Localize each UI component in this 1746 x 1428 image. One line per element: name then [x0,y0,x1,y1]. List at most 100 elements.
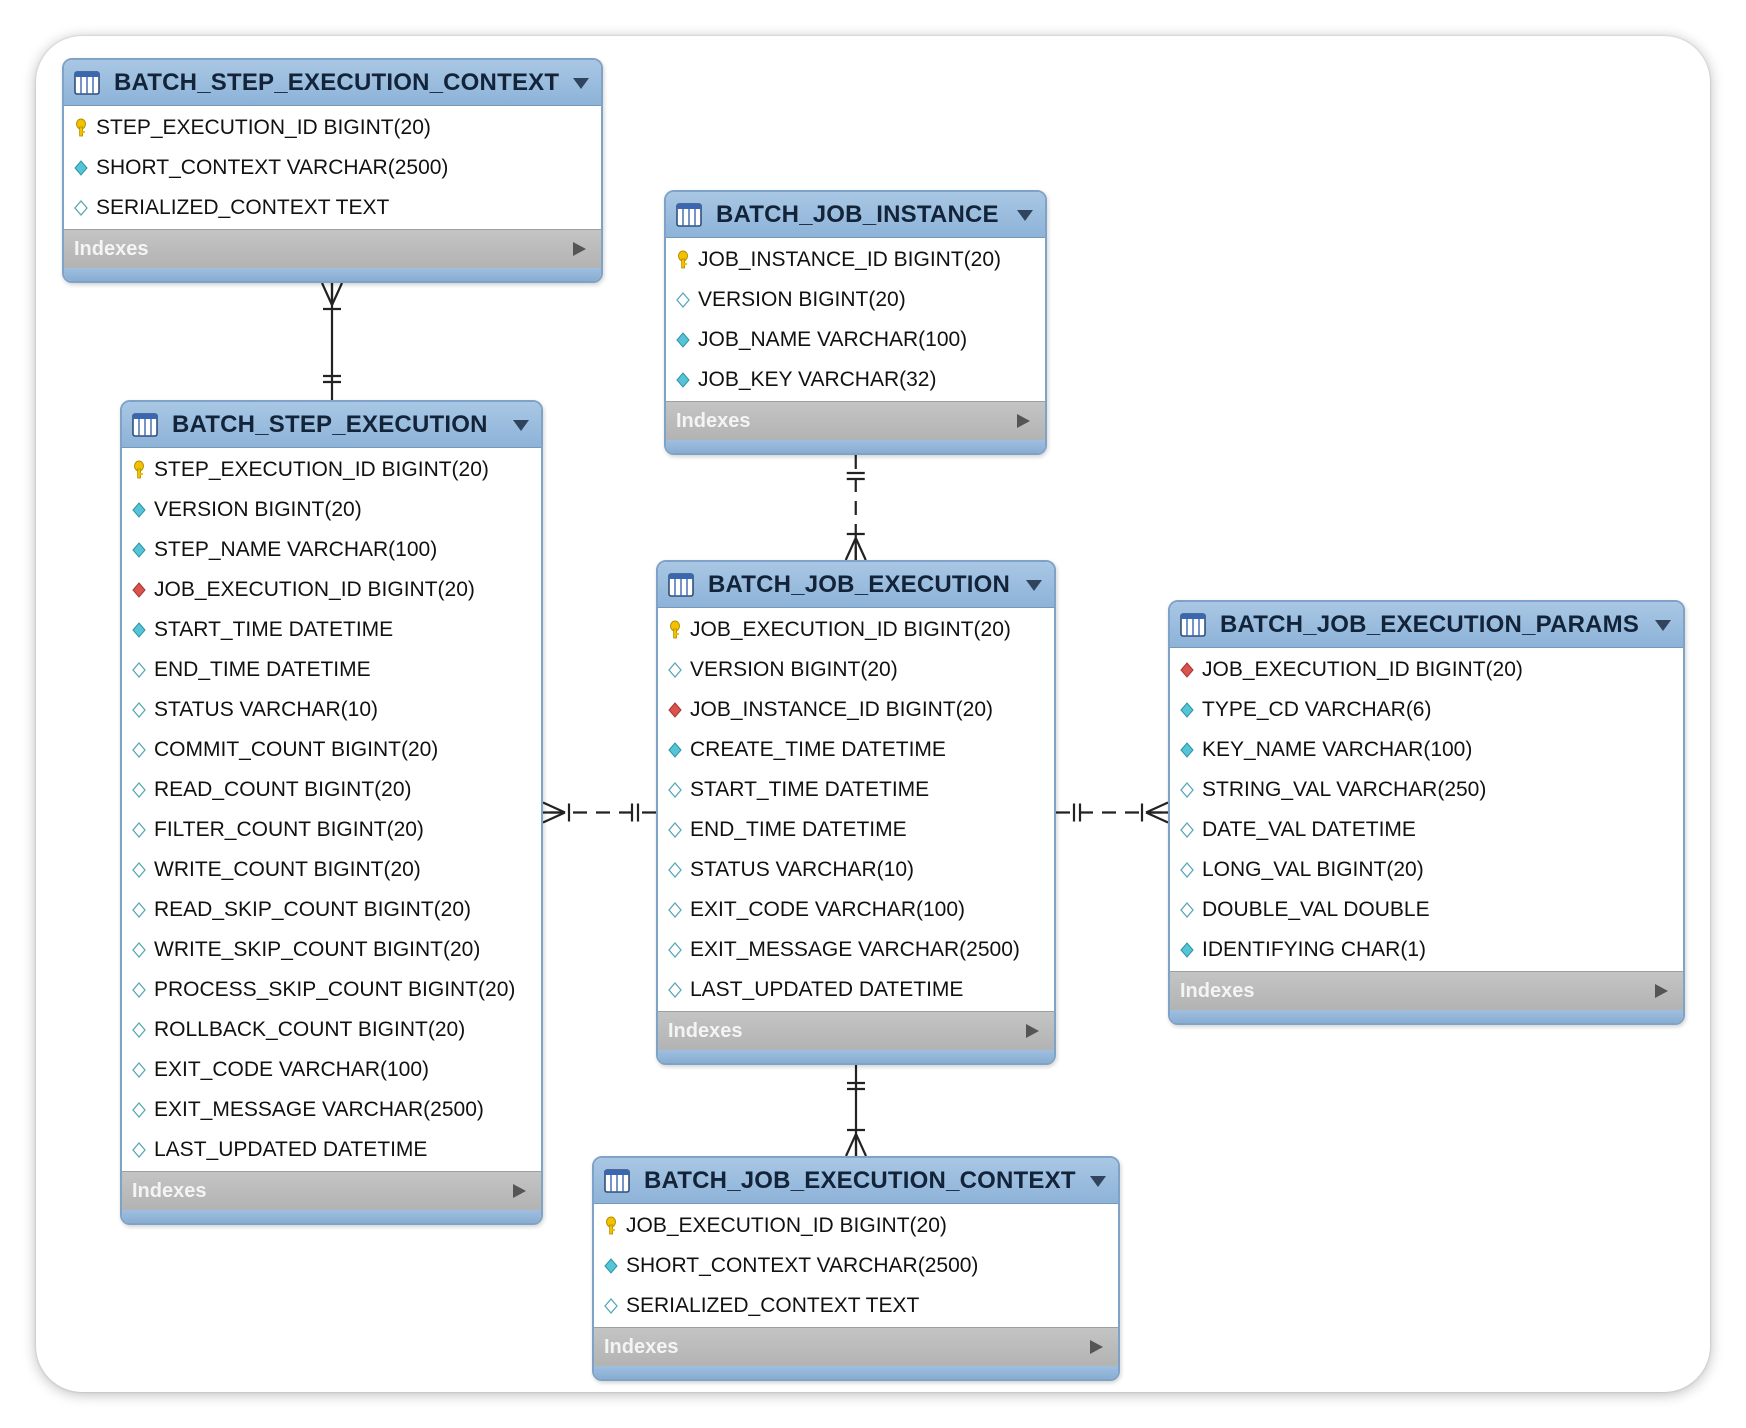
column-label: CREATE_TIME DATETIME [690,738,946,761]
nullable-column-icon [132,1142,146,1158]
dropdown-triangle-icon[interactable] [571,75,591,91]
column-row[interactable]: DOUBLE_VAL DOUBLE [1170,890,1683,930]
table-header[interactable]: BATCH_JOB_EXECUTION_PARAMS [1170,602,1683,648]
relationship-batch-job-instance-to-batch-job-execution[interactable] [844,455,867,561]
column-row[interactable]: JOB_EXECUTION_ID BIGINT(20) [1170,650,1683,690]
table-footer [122,1210,541,1223]
relationship-batch-step-execution-to-batch-step-execution-context[interactable] [320,282,344,400]
column-row[interactable]: JOB_KEY VARCHAR(32) [666,360,1045,400]
table-header[interactable]: BATCH_STEP_EXECUTION_CONTEXT [64,60,601,106]
batch-job-execution-table[interactable]: BATCH_JOB_EXECUTION JOB_EXECUTION_ID BIGI… [656,560,1056,1065]
column-row[interactable]: VERSION BIGINT(20) [122,490,541,530]
primary-key-icon [678,250,688,269]
column-row[interactable]: PROCESS_SKIP_COUNT BIGINT(20) [122,970,541,1010]
column-row[interactable]: END_TIME DATETIME [122,650,541,690]
column-row[interactable]: EXIT_MESSAGE VARCHAR(2500) [122,1090,541,1130]
column-label: JOB_EXECUTION_ID BIGINT(20) [690,618,1011,641]
column-label: JOB_KEY VARCHAR(32) [698,368,937,391]
column-row[interactable]: CREATE_TIME DATETIME [658,730,1054,770]
table-header[interactable]: BATCH_STEP_EXECUTION [122,402,541,448]
indexes-section[interactable]: Indexes [1170,971,1683,1010]
column-row[interactable]: START_TIME DATETIME [122,610,541,650]
column-row[interactable]: KEY_NAME VARCHAR(100) [1170,730,1683,770]
column-row[interactable]: LAST_UPDATED DATETIME [658,970,1054,1010]
column-row[interactable]: JOB_INSTANCE_ID BIGINT(20) [666,240,1045,280]
column-label: END_TIME DATETIME [690,818,907,841]
column-label: STEP_EXECUTION_ID BIGINT(20) [96,116,431,139]
column-row[interactable]: EXIT_MESSAGE VARCHAR(2500) [658,930,1054,970]
relationship-batch-job-execution-to-batch-job-execution-params[interactable] [1056,801,1169,824]
column-row[interactable]: IDENTIFYING CHAR(1) [1170,930,1683,970]
table-header[interactable]: BATCH_JOB_INSTANCE [666,192,1045,238]
column-row[interactable]: LONG_VAL BIGINT(20) [1170,850,1683,890]
dropdown-triangle-icon[interactable] [511,417,531,433]
column-row[interactable]: JOB_INSTANCE_ID BIGINT(20) [658,690,1054,730]
column-row[interactable]: SHORT_CONTEXT VARCHAR(2500) [594,1246,1118,1286]
column-row[interactable]: JOB_EXECUTION_ID BIGINT(20) [122,570,541,610]
column-row[interactable]: STRING_VAL VARCHAR(250) [1170,770,1683,810]
table-header[interactable]: BATCH_JOB_EXECUTION_CONTEXT [594,1158,1118,1204]
expand-arrow-icon[interactable] [511,1182,527,1200]
column-row[interactable]: STEP_EXECUTION_ID BIGINT(20) [122,450,541,490]
column-row[interactable]: JOB_EXECUTION_ID BIGINT(20) [658,610,1054,650]
column-row[interactable]: ROLLBACK_COUNT BIGINT(20) [122,1010,541,1050]
dropdown-triangle-icon[interactable] [1024,577,1044,593]
indexes-section[interactable]: Indexes [594,1327,1118,1366]
column-row[interactable]: END_TIME DATETIME [658,810,1054,850]
indexes-section[interactable]: Indexes [64,229,601,268]
dropdown-triangle-icon[interactable] [1088,1173,1108,1189]
foreign-key-icon [1180,662,1194,678]
column-label: PROCESS_SKIP_COUNT BIGINT(20) [154,978,516,1001]
expand-arrow-icon[interactable] [1024,1022,1040,1040]
dropdown-triangle-icon[interactable] [1015,207,1035,223]
table-header[interactable]: BATCH_JOB_EXECUTION [658,562,1054,608]
column-row[interactable]: READ_SKIP_COUNT BIGINT(20) [122,890,541,930]
column-row[interactable]: SERIALIZED_CONTEXT TEXT [64,188,601,228]
column-row[interactable]: TYPE_CD VARCHAR(6) [1170,690,1683,730]
column-row[interactable]: DATE_VAL DATETIME [1170,810,1683,850]
column-row[interactable]: SERIALIZED_CONTEXT TEXT [594,1286,1118,1326]
column-list: JOB_EXECUTION_ID BIGINT(20)SHORT_CONTEXT… [594,1204,1118,1327]
dropdown-triangle-icon[interactable] [1653,617,1673,633]
table-icon [74,70,100,95]
column-row[interactable]: WRITE_COUNT BIGINT(20) [122,850,541,890]
column-row[interactable]: JOB_EXECUTION_ID BIGINT(20) [594,1206,1118,1246]
relationship-batch-job-execution-to-batch-job-execution-context[interactable] [844,1065,868,1157]
column-row[interactable]: STATUS VARCHAR(10) [122,690,541,730]
column-label: START_TIME DATETIME [154,618,394,641]
column-row[interactable]: STATUS VARCHAR(10) [658,850,1054,890]
indexes-section[interactable]: Indexes [122,1171,541,1210]
column-row[interactable]: READ_COUNT BIGINT(20) [122,770,541,810]
indexes-section[interactable]: Indexes [658,1011,1054,1050]
table-title: BATCH_JOB_EXECUTION_PARAMS [1220,610,1640,638]
column-row[interactable]: STEP_EXECUTION_ID BIGINT(20) [64,108,601,148]
column-row[interactable]: WRITE_SKIP_COUNT BIGINT(20) [122,930,541,970]
batch-step-execution-context-table[interactable]: BATCH_STEP_EXECUTION_CONTEXT STEP_EXECUTI… [62,58,603,283]
indexes-section[interactable]: Indexes [666,401,1045,440]
relationship-batch-job-execution-to-batch-step-execution[interactable] [542,801,656,824]
expand-arrow-icon[interactable] [1015,412,1031,430]
column-row[interactable]: JOB_NAME VARCHAR(100) [666,320,1045,360]
column-row[interactable]: STEP_NAME VARCHAR(100) [122,530,541,570]
not-null-column-icon [132,622,146,638]
column-row[interactable]: FILTER_COUNT BIGINT(20) [122,810,541,850]
column-row[interactable]: EXIT_CODE VARCHAR(100) [122,1050,541,1090]
expand-arrow-icon[interactable] [571,240,587,258]
primary-key-icon [76,118,86,137]
column-row[interactable]: EXIT_CODE VARCHAR(100) [658,890,1054,930]
column-label: VERSION BIGINT(20) [690,658,898,681]
column-row[interactable]: LAST_UPDATED DATETIME [122,1130,541,1170]
expand-arrow-icon[interactable] [1653,982,1669,1000]
column-row[interactable]: VERSION BIGINT(20) [666,280,1045,320]
column-row[interactable]: SHORT_CONTEXT VARCHAR(2500) [64,148,601,188]
column-row[interactable]: START_TIME DATETIME [658,770,1054,810]
column-row[interactable]: COMMIT_COUNT BIGINT(20) [122,730,541,770]
nullable-column-icon [604,1298,618,1314]
batch-job-execution-params-table[interactable]: BATCH_JOB_EXECUTION_PARAMS JOB_EXECUTION_… [1168,600,1685,1025]
column-row[interactable]: VERSION BIGINT(20) [658,650,1054,690]
expand-arrow-icon[interactable] [1088,1338,1104,1356]
column-label: ROLLBACK_COUNT BIGINT(20) [154,1018,466,1041]
